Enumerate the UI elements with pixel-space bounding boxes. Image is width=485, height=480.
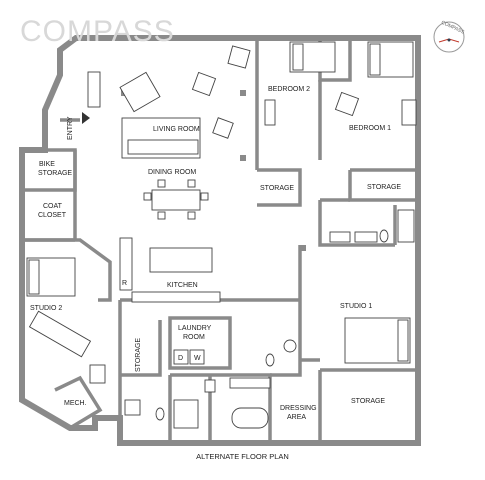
label-dryer: D <box>178 355 183 362</box>
label-bike-storage-1: BIKE <box>39 161 55 168</box>
label-entry: ENTRY <box>67 116 74 140</box>
label-refrigerator: R <box>122 280 127 287</box>
label-bedroom2: BEDROOM 2 <box>268 86 310 93</box>
entry-arrow-icon <box>82 112 90 124</box>
label-studio1: STUDIO 1 <box>340 303 372 310</box>
floor-plan-caption: ALTERNATE FLOOR PLAN <box>196 452 289 461</box>
label-coat-closet-2: CLOSET <box>38 212 67 219</box>
room-labels: BEDROOM 2 BEDROOM 1 LIVING ROOM DINING R… <box>30 86 401 421</box>
label-storage-a: STORAGE <box>260 185 294 192</box>
label-storage-b: STORAGE <box>367 184 401 191</box>
furniture <box>26 41 417 429</box>
label-dining-room: DINING ROOM <box>148 169 196 176</box>
label-bike-storage-2: STORAGE <box>38 170 72 177</box>
label-kitchen: KITCHEN <box>167 282 198 289</box>
interior-walls <box>20 38 418 443</box>
label-coat-closet-1: COAT <box>43 203 63 210</box>
label-mech: MECH. <box>64 400 87 407</box>
label-dressing-1: DRESSING <box>280 405 317 412</box>
label-laundry-2: ROOM <box>183 334 205 341</box>
label-storage-c: STORAGE <box>135 338 142 372</box>
compass-logo: COMPASS <box>20 15 175 48</box>
label-washer: W <box>194 355 201 362</box>
label-storage-d: STORAGE <box>351 398 385 405</box>
label-laundry-1: LAUNDRY <box>178 325 212 332</box>
label-studio2: STUDIO 2 <box>30 305 62 312</box>
compass-icon: COMPASS <box>433 20 466 53</box>
label-living-room: LIVING ROOM <box>153 126 200 133</box>
label-bedroom1: BEDROOM 1 <box>349 125 391 132</box>
label-dressing-2: AREA <box>287 414 306 421</box>
